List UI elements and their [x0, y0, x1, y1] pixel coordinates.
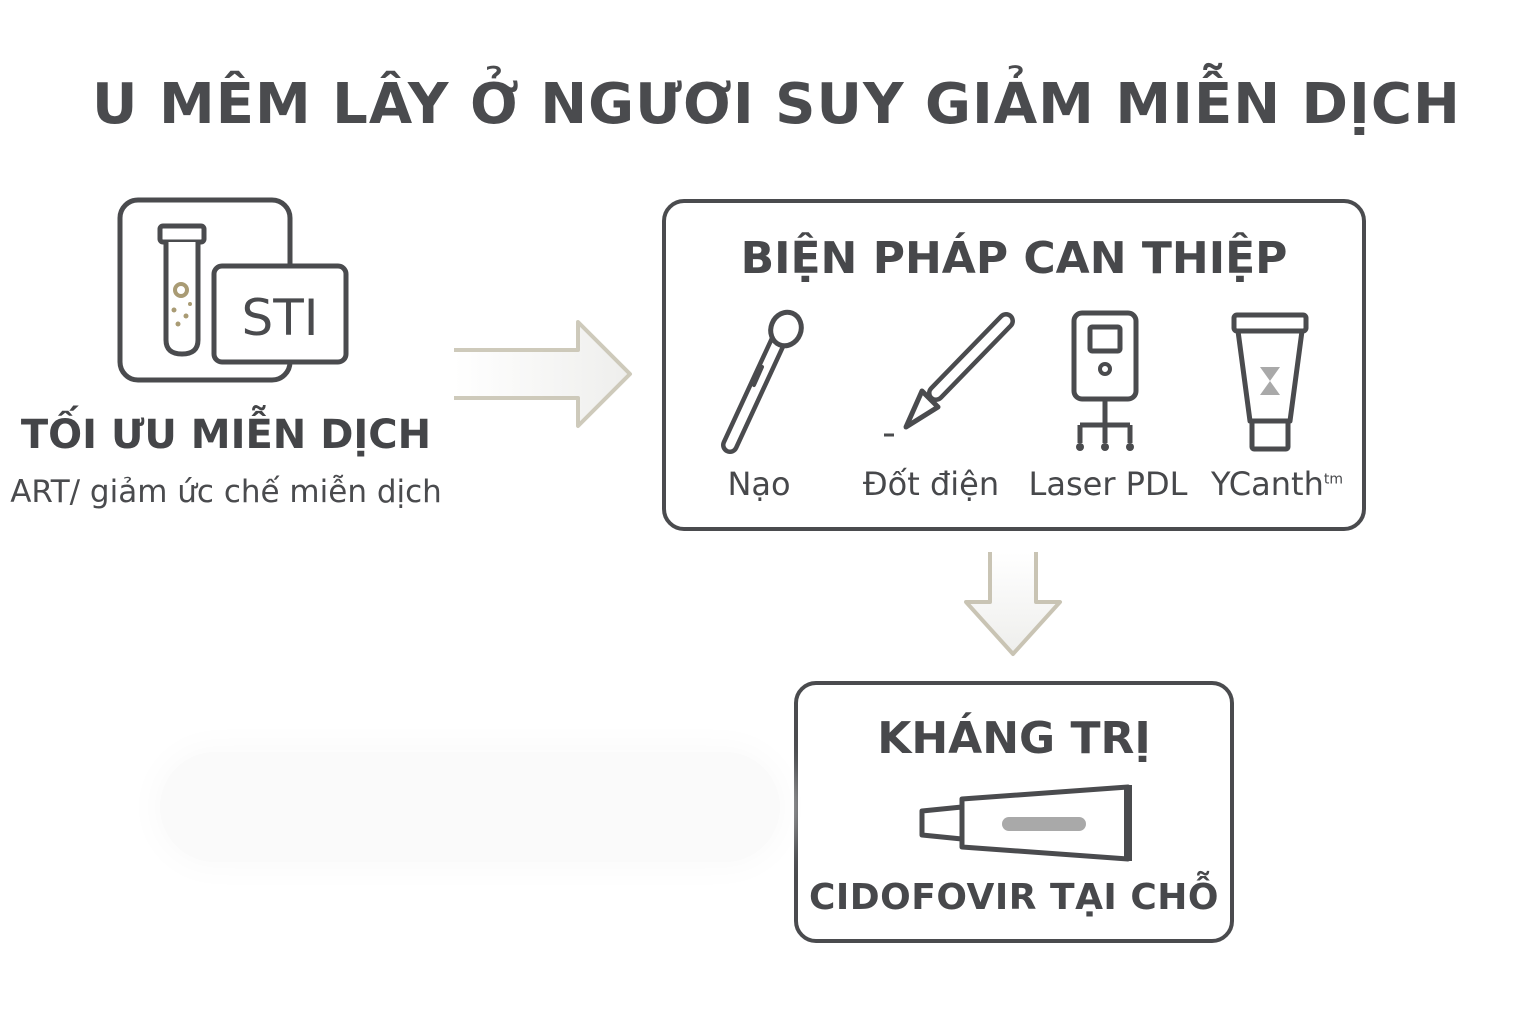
- arrow-down-icon: [960, 548, 1066, 664]
- sti-badge-text: STI: [241, 289, 318, 347]
- topical-tube-icon: [916, 781, 1140, 869]
- ycanth-name: YCanth: [1211, 465, 1324, 503]
- cautery-pen-icon: [876, 307, 1022, 447]
- page-title: U MÊM LÂY Ở NGƯƠI SUY GIẢM MIỄN DỊCH: [92, 72, 1461, 137]
- tool-label-ycanth: YCanthtm: [1202, 465, 1352, 503]
- ointment-tube-icon: [1228, 309, 1312, 459]
- interventions-heading: BIỆN PHÁP CAN THIỆP: [740, 233, 1288, 284]
- tool-label-laser: Laser PDL: [1028, 465, 1188, 503]
- resistant-label: CIDOFOVIR TẠI CHỖ: [808, 877, 1220, 918]
- curette-icon: [716, 307, 806, 463]
- left-heading: TỐI ƯU MIỄN DỊCH: [20, 412, 432, 458]
- test-tube-sti-icon: STI: [112, 192, 352, 392]
- trademark-mark: tm: [1323, 471, 1343, 488]
- left-subtext: ART/ giảm ức chế miễn dịch: [10, 474, 442, 510]
- laser-device-icon: [1068, 307, 1148, 461]
- tool-label-electrocautery: Đốt điện: [862, 465, 1000, 503]
- resistant-heading: KHÁNG TRỊ: [877, 713, 1151, 764]
- faded-placeholder: [160, 752, 780, 862]
- arrow-right-icon: [450, 316, 640, 440]
- resistant-box: KHÁNG TRỊ CIDOFOVIR TẠI CHỖ: [794, 681, 1234, 943]
- tool-label-curettage: Nạo: [727, 465, 791, 503]
- interventions-box: BIỆN PHÁP CAN THIỆP Nạo Đốt điện: [662, 199, 1366, 531]
